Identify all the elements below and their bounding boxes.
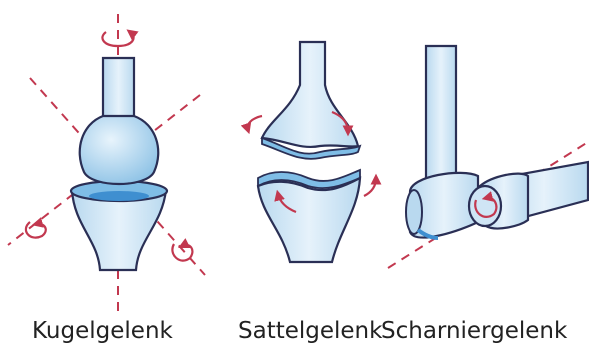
lower-saddle-bone [258, 178, 360, 262]
hinge-upper-bone [426, 46, 456, 180]
socket-cartilage [89, 191, 149, 201]
movement-arrow-icon [248, 116, 262, 130]
caption-saddle-joint: Sattelgelenk [238, 318, 382, 344]
ball-head [80, 116, 159, 184]
upper-saddle-bone [262, 42, 358, 147]
saddle-joint [248, 42, 376, 262]
movement-arrow-icon [364, 178, 376, 196]
caption-hinge-joint: Scharniergelenk [381, 318, 567, 344]
ball-joint [8, 14, 205, 312]
hinge-roll-end [406, 190, 422, 234]
rotation-arrow-icon [172, 244, 192, 261]
upper-bone-shaft [103, 58, 134, 118]
caption-ball-joint: Kugelgelenk [32, 318, 173, 344]
hinge-joint [388, 46, 588, 268]
